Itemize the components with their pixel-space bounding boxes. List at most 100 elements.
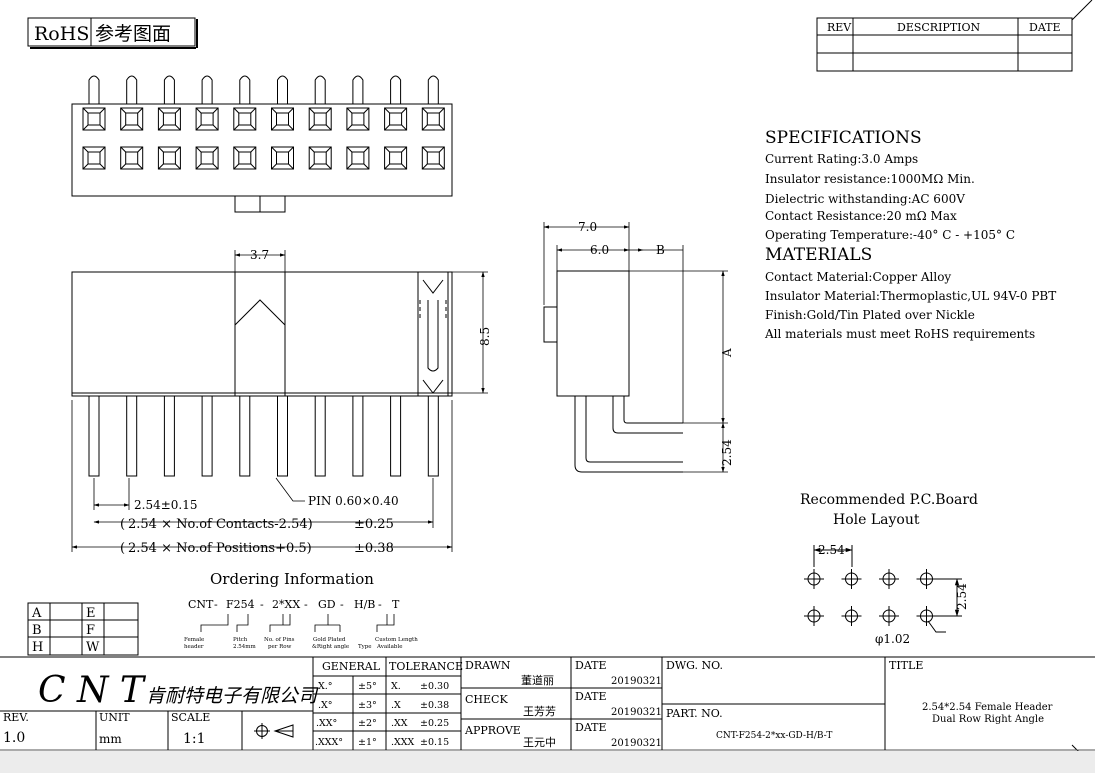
pcb-hole-diameter: φ1.02 (875, 632, 910, 646)
dim-6-0: 6.0 (590, 243, 609, 257)
revision-table (816, 17, 1073, 72)
tol-linear-value: ±0.30 (420, 681, 449, 692)
code-plating: GD (318, 598, 336, 611)
pin-tip (239, 75, 251, 104)
top-view (71, 75, 453, 213)
scale-label: SCALE (171, 711, 210, 724)
option-b: B (32, 623, 42, 638)
tol-linear-value: ±0.25 (420, 718, 449, 729)
front-pin (88, 395, 100, 477)
title-label: TITLE (889, 659, 923, 672)
dim-a: A (720, 348, 734, 358)
date-check: 20190321 (611, 707, 662, 718)
specifications-heading: SPECIFICATIONS (765, 128, 922, 148)
rev-label: REV. (3, 711, 29, 724)
front-pin (314, 395, 326, 477)
note-pitch-2: 2.54mm (233, 644, 256, 650)
pcb-pitch-vertical: 2.54 (955, 583, 969, 610)
tol-linear-value: ±0.15 (420, 737, 449, 748)
contact-cell (271, 146, 294, 170)
dim-positions-paren: ( (120, 541, 125, 556)
pcb-hole (916, 569, 937, 589)
front-pin (352, 395, 364, 477)
code-dash: - (340, 598, 344, 611)
note-custom-2: Available (376, 644, 402, 650)
material-contact: Contact Material:Copper Alloy (765, 270, 952, 284)
note-female-header-2: header (184, 644, 204, 650)
contact-cell (233, 146, 257, 170)
note-type: Type (358, 644, 372, 650)
code-cnt: CNT (188, 598, 214, 611)
pcb-hole (916, 606, 937, 626)
dim-pitch: 2.54±0.15 (134, 498, 198, 512)
options-table (27, 602, 139, 656)
title-block (0, 656, 1095, 751)
contact-cell (308, 107, 332, 131)
option-a: A (31, 606, 42, 621)
pcb-hole (804, 569, 824, 589)
pin-tip (277, 75, 288, 104)
part-no-value: CNT-F254-2*xx-GD-H/B-T (716, 731, 832, 741)
contact-cell (157, 107, 181, 131)
side-dimensions (543, 222, 728, 473)
front-pin (277, 395, 288, 477)
front-pin (163, 395, 175, 477)
spec-operating-temperature: Operating Temperature:-40° C - +105° C (765, 228, 1016, 242)
note-pitch: Pitch (233, 637, 248, 643)
tol-angle-key: X.° (318, 681, 333, 692)
front-pin (390, 395, 402, 477)
dim-positions-tol: ±0.38 (354, 541, 394, 556)
pcb-title-line1: Recommended P.C.Board (800, 492, 978, 508)
date-label-drawn: DATE (575, 659, 607, 672)
tol-angle-value: ±1° (358, 737, 377, 748)
check-label: CHECK (465, 693, 508, 706)
option-h: H (32, 640, 43, 655)
dim-contacts-tol: ±0.25 (354, 517, 394, 532)
tol-angle-value: ±5° (358, 681, 377, 692)
description-header: DESCRIPTION (897, 21, 981, 34)
code-dash: - (304, 598, 308, 611)
contact-cell (421, 146, 445, 170)
code-dash: - (214, 598, 218, 611)
tol-angle-key: .XX° (316, 718, 337, 729)
dim-contacts-expr: 2.54 × No.of Contacts-2.54) (128, 517, 313, 532)
bottom-margin (0, 751, 1095, 773)
contact-cell (233, 107, 257, 131)
pin-tip (390, 75, 402, 104)
side-view (543, 270, 683, 473)
note-plating-2: &Right angle (312, 644, 349, 650)
material-insulator: Insulator Material:Thermoplastic,UL 94V-… (765, 289, 1057, 303)
ordering-leaders (200, 614, 395, 632)
pin-tip (88, 75, 100, 104)
drawn-name: 董道丽 (521, 673, 554, 687)
title-line2: Dual Row Right Angle (932, 714, 1044, 725)
drawn-label: DRAWN (465, 659, 511, 672)
unit-label: UNIT (99, 711, 130, 724)
pcb-hole (879, 569, 899, 589)
pin-tip (314, 75, 326, 104)
material-finish: Finish:Gold/Tin Plated over Nickle (765, 308, 975, 322)
rohs-label: RoHS (34, 23, 89, 45)
front-dimensions (71, 250, 488, 552)
contact-cell (120, 107, 144, 131)
contact-cell (157, 146, 181, 170)
note-female-header: Female (184, 637, 204, 643)
front-pin (201, 395, 213, 477)
code-dash: - (378, 598, 382, 611)
title-line1: 2.54*2.54 Female Header (922, 702, 1053, 713)
contact-cell (346, 146, 370, 170)
pcb-hole (841, 606, 862, 626)
contact-cell (384, 146, 408, 170)
tol-angle-value: ±2° (358, 718, 377, 729)
code-type: H/B (354, 598, 375, 611)
contact-cell (82, 107, 106, 131)
contact-cell (308, 146, 332, 170)
approve-name: 王元中 (523, 736, 556, 749)
rohs-stamp: RoHS 参考图面 (27, 17, 198, 49)
front-pin (239, 395, 251, 477)
ordering-code: CNT - F254 - 2*XX - GD - H/B - T (188, 598, 400, 611)
pcb-hole (841, 569, 862, 589)
code-length: T (392, 598, 400, 611)
dim-contacts-paren: ( (120, 517, 125, 532)
